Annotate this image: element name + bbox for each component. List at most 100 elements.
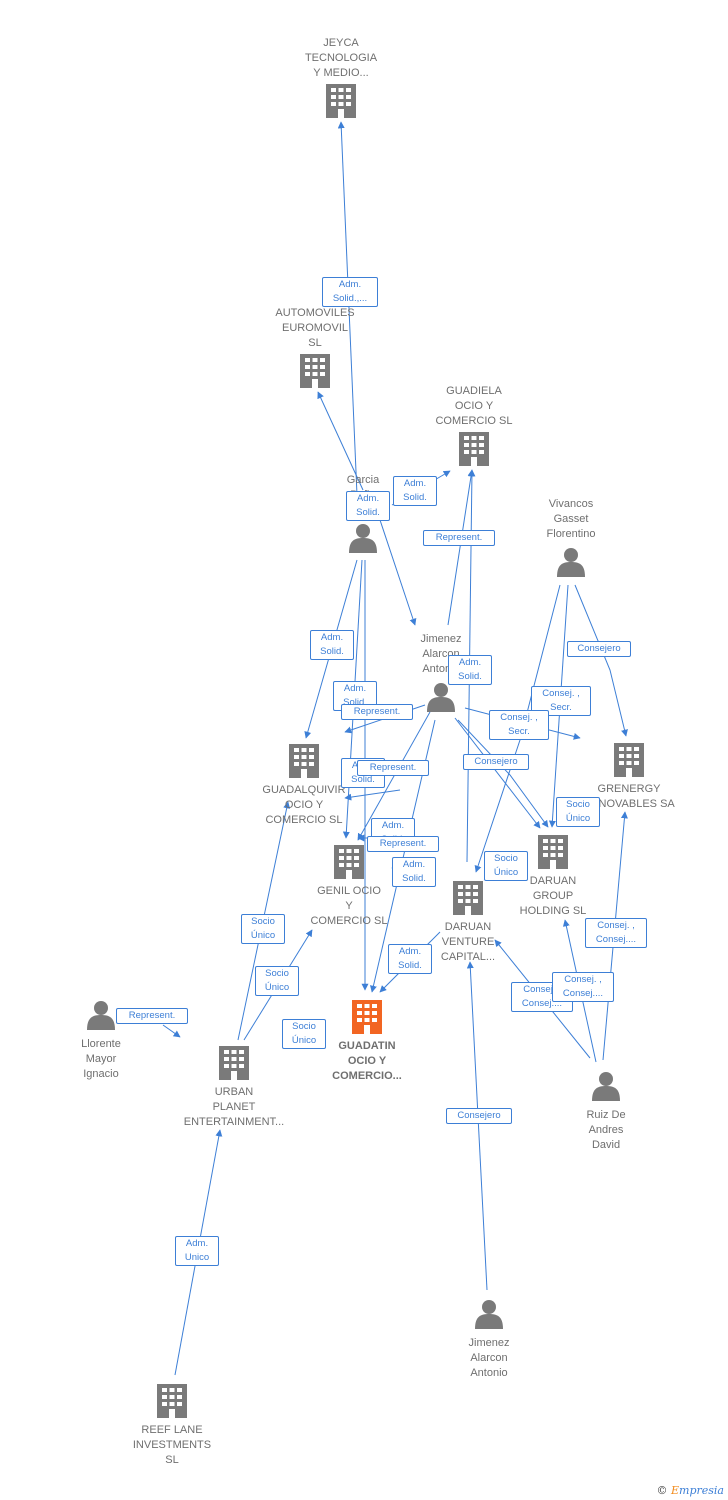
building-icon[interactable] bbox=[614, 743, 644, 777]
relation-label[interactable]: Adm.Solid. bbox=[346, 491, 390, 521]
node-label-line: TECNOLOGIA bbox=[304, 52, 378, 64]
relation-edge bbox=[454, 717, 541, 829]
node-label-line: HOLDING SL bbox=[519, 905, 587, 917]
relation-label[interactable]: Represent. bbox=[367, 836, 439, 852]
person-icon[interactable] bbox=[427, 683, 455, 712]
relation-label[interactable]: Consej. ,Consej.... bbox=[552, 972, 614, 1002]
empresia-logo[interactable]: Empresia bbox=[671, 1484, 724, 1497]
node-label-line: David bbox=[591, 1139, 621, 1151]
person-icon[interactable] bbox=[557, 548, 585, 577]
relation-label[interactable]: Adm. Solid. bbox=[388, 944, 432, 974]
relation-label[interactable]: Consejero bbox=[463, 754, 529, 770]
relation-label-line: Adm. bbox=[381, 820, 405, 831]
node-label-line: VENTURE bbox=[441, 936, 495, 948]
building-icon[interactable] bbox=[219, 1046, 249, 1080]
relation-label-line: Consej. , bbox=[542, 688, 580, 699]
person-icon[interactable] bbox=[592, 1072, 620, 1101]
building-icon[interactable] bbox=[326, 84, 356, 118]
relation-label-line: Solid. bbox=[398, 960, 422, 971]
relation-label[interactable]: Consejero bbox=[446, 1108, 512, 1124]
edges-layer bbox=[162, 121, 628, 1376]
node-label-line: DARUAN bbox=[444, 921, 492, 933]
relation-label-line: Unico bbox=[184, 1252, 210, 1263]
relation-label[interactable]: Adm.Solid. bbox=[310, 630, 354, 660]
relation-label[interactable]: Adm.Solid. bbox=[392, 857, 436, 887]
relation-label[interactable]: Represent. bbox=[357, 760, 429, 776]
building-icon[interactable] bbox=[157, 1384, 187, 1418]
relation-label-line: Adm. bbox=[338, 279, 362, 290]
building-icon[interactable] bbox=[289, 744, 319, 778]
relation-label-line: Solid. bbox=[458, 671, 482, 682]
relation-label-line: Socio bbox=[251, 916, 275, 927]
building-icon[interactable] bbox=[459, 432, 489, 466]
person-icon[interactable] bbox=[475, 1300, 503, 1329]
person-icon[interactable] bbox=[349, 524, 377, 553]
node-label-line: COMERCIO... bbox=[332, 1070, 402, 1082]
node-label-line: DARUAN bbox=[529, 875, 577, 887]
node-label-line: Alarcon bbox=[470, 1352, 508, 1364]
relation-label-line: Adm. bbox=[398, 946, 422, 957]
relation-label[interactable]: Adm.Unico bbox=[175, 1236, 219, 1266]
relation-label[interactable]: Represent. bbox=[341, 704, 413, 720]
relation-edge bbox=[317, 391, 364, 491]
relation-label-line: Socio bbox=[494, 853, 518, 864]
relation-label-line: Adm. bbox=[458, 657, 482, 668]
building-icon[interactable] bbox=[538, 835, 568, 869]
relation-label[interactable]: Consej. ,Secr. bbox=[489, 710, 549, 740]
building-icon[interactable] bbox=[352, 1000, 382, 1034]
relation-label[interactable]: Adm. Solid. bbox=[448, 655, 492, 685]
copyright-symbol: © bbox=[656, 1484, 668, 1497]
relation-label-line: Represent. bbox=[128, 1010, 176, 1021]
relation-edge bbox=[162, 1024, 181, 1038]
relation-label-line: Único bbox=[264, 982, 290, 993]
node-label-line: Jimenez bbox=[468, 1337, 510, 1349]
node-label-line: Vivancos bbox=[548, 498, 594, 510]
building-icon[interactable] bbox=[300, 354, 330, 388]
building-icon[interactable] bbox=[453, 881, 483, 915]
building-icon[interactable] bbox=[334, 845, 364, 879]
relation-label-line: Solid. bbox=[343, 697, 367, 708]
node-label-line: SL bbox=[308, 337, 322, 349]
relation-label[interactable]: Adm.Solid.,... bbox=[322, 277, 378, 307]
relation-label-line: Consej. , bbox=[500, 712, 538, 723]
relation-label[interactable]: Represent. bbox=[116, 1008, 188, 1024]
relation-label[interactable]: Represent. bbox=[423, 530, 495, 546]
relation-label-line: Consejero bbox=[577, 643, 621, 654]
relation-label-line: Socio bbox=[292, 1021, 316, 1032]
relation-edge bbox=[474, 584, 561, 873]
relation-label[interactable]: Consejero bbox=[567, 641, 631, 657]
node-label-line: Mayor bbox=[85, 1053, 117, 1065]
relation-label-line: Represent. bbox=[353, 706, 401, 717]
node-label-line: COMERCIO SL bbox=[265, 814, 343, 826]
node-label-line: Y bbox=[345, 900, 353, 912]
node-label-line: Florentino bbox=[546, 528, 596, 540]
person-icon[interactable] bbox=[87, 1001, 115, 1030]
relation-label-line: Único bbox=[565, 813, 591, 824]
relation-label[interactable]: Consej. ,Consej.... bbox=[585, 918, 647, 948]
relation-label-line: Represent. bbox=[379, 838, 427, 849]
node-label-line: Ignacio bbox=[83, 1068, 119, 1080]
relation-label-line: Represent. bbox=[369, 762, 417, 773]
relation-label[interactable]: Adm.Solid. bbox=[393, 476, 437, 506]
